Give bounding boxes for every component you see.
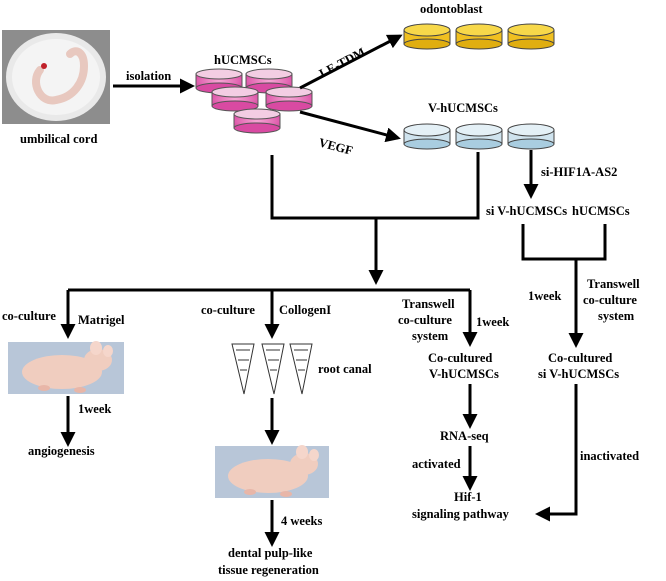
si-hif1a-label: si-HIF1A-AS2	[541, 165, 617, 179]
vegf-label: VEGF	[317, 135, 355, 158]
si-v-hucmscs-label: si V-hUCMSCs	[486, 204, 567, 218]
one-week-c-label: 1week	[528, 289, 561, 303]
matrigel-label: Matrigel	[78, 313, 125, 327]
transwell-a-line1: Transwell	[402, 297, 455, 311]
root-canal-icons	[231, 343, 313, 395]
one-week-a-label: 1week	[476, 315, 509, 329]
inactivated-label: inactivated	[580, 449, 639, 463]
co-cultured-si-line2: si V-hUCMSCs	[538, 367, 619, 381]
mouse-image-1	[8, 341, 124, 394]
v-hucmscs-dishes	[403, 123, 555, 150]
co-cultured-v-line1: Co-cultured	[428, 351, 492, 365]
le-tdm-arrow	[299, 34, 403, 90]
odontoblast-dishes	[403, 23, 555, 50]
isolation-label: isolation	[126, 69, 171, 83]
dental-pulp-line2: tissue regeneration	[218, 563, 319, 577]
co-culture-2-label: co-culture	[201, 303, 255, 317]
activated-label: activated	[412, 457, 461, 471]
root-canal-label: root canal	[318, 362, 372, 376]
hucmscs-label: hUCMSCs	[214, 53, 272, 67]
co-cultured-si-line1: Co-cultured	[548, 351, 612, 365]
inactivated-arrow	[535, 384, 578, 522]
transwell-a-line3: system	[412, 329, 449, 343]
main-merge-bracket	[270, 152, 480, 220]
odontoblast-label: odontoblast	[420, 2, 483, 16]
v-hucmscs-label: V-hUCMSCs	[428, 101, 498, 115]
co-culture-1-label: co-culture	[2, 309, 56, 323]
co-cultured-v-line2: V-hUCMSCs	[429, 367, 499, 381]
dental-pulp-line1: dental pulp-like	[228, 546, 313, 560]
collagen-label: CollogenI	[279, 303, 331, 317]
one-week-b-label: 1week	[78, 402, 111, 416]
transwell-b-line2: co-culture	[583, 293, 637, 307]
umbilical-cord-image	[2, 30, 110, 124]
le-tdm-label: LE-TDM	[317, 45, 368, 81]
mouse-image-2	[215, 445, 329, 498]
transwell-a-line2: co-culture	[398, 313, 452, 327]
angiogenesis-label: angiogenesis	[28, 444, 95, 458]
hucmscs-dishes	[195, 68, 313, 134]
transwell-b-line3: system	[598, 309, 635, 323]
four-weeks-label: 4 weeks	[281, 514, 322, 528]
umbilical-cord-label: umbilical cord	[20, 132, 97, 146]
hif1-line1: Hif-1	[454, 490, 482, 504]
hucmscs-right-label: hUCMSCs	[572, 204, 630, 218]
hif1-line2: signaling pathway	[412, 507, 510, 521]
rna-seq-label: RNA-seq	[440, 429, 489, 443]
transwell-b-line1: Transwell	[587, 277, 640, 291]
vegf-arrow	[299, 110, 401, 143]
right-merge-bracket	[521, 224, 607, 261]
